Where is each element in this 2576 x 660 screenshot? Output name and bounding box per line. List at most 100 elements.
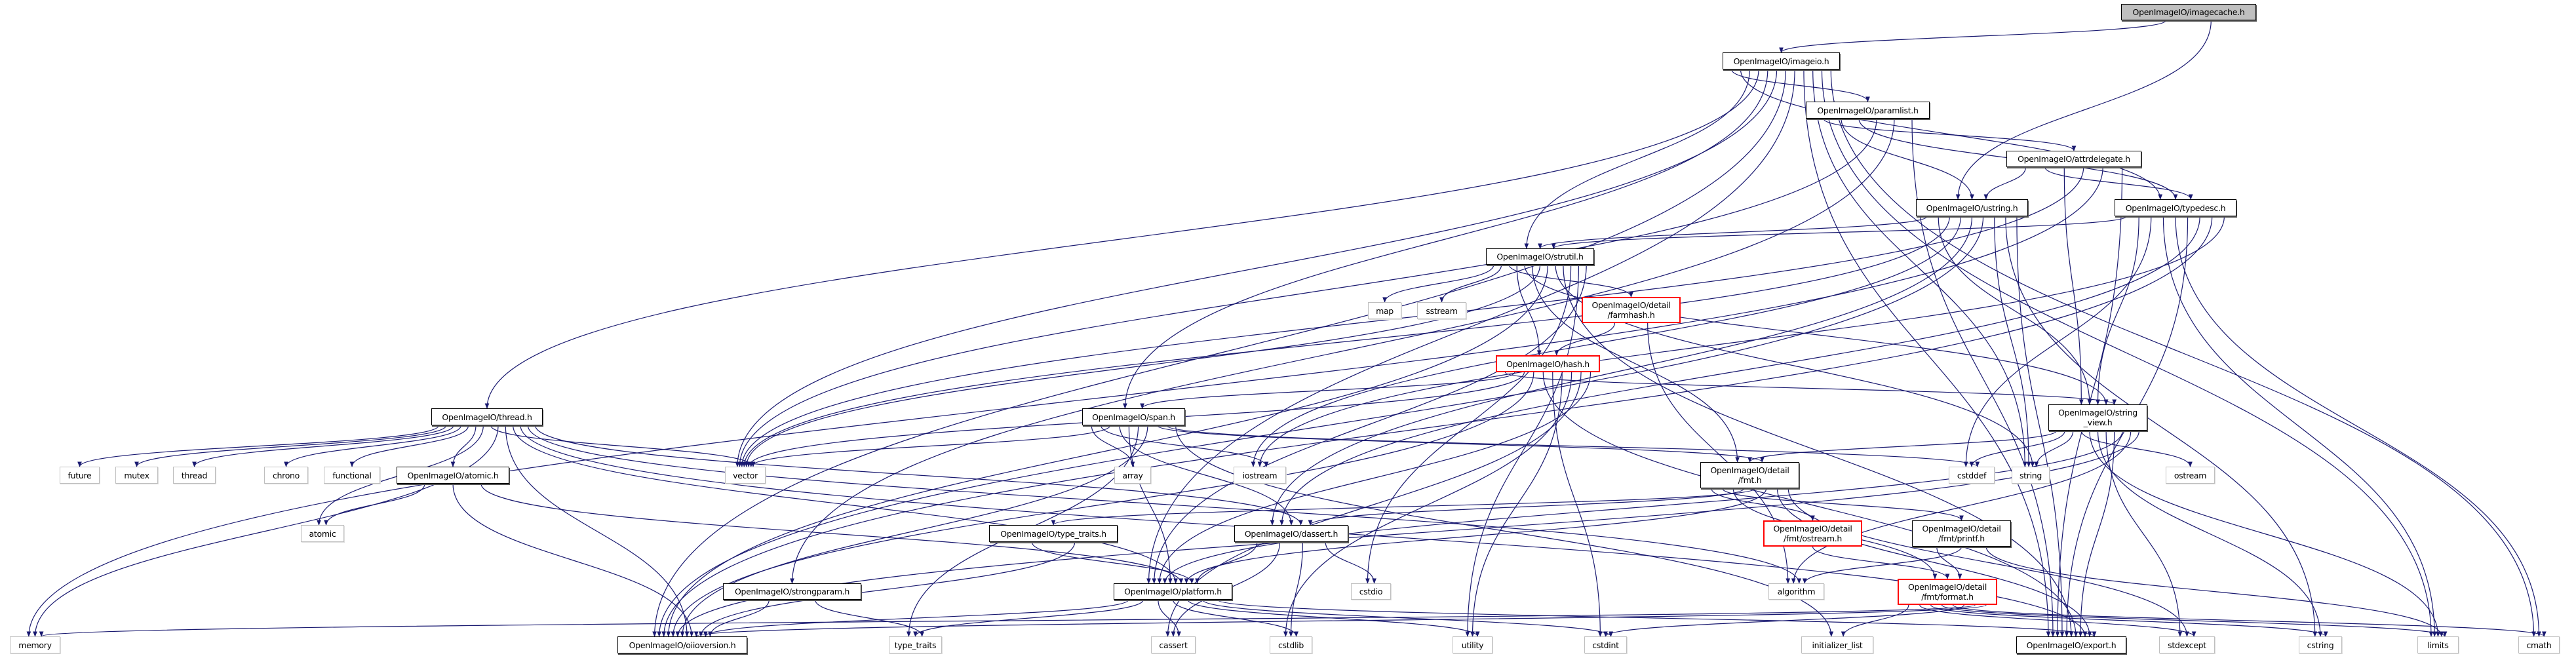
node-attrdelegate[interactable]: OpenImageIO/attrdelegate.h xyxy=(2006,151,2141,167)
node-array: array xyxy=(1114,467,1151,484)
node-label: sstream xyxy=(1426,305,1458,316)
node-label: OpenImageIO/type_traits.h xyxy=(1000,528,1106,539)
edge-type_traits_h-to-platform xyxy=(1031,541,1194,584)
edge-strutil-to-cstdio xyxy=(1365,264,1572,584)
node-label: memory xyxy=(18,640,52,650)
edge-string_view-to-export xyxy=(2078,430,2115,637)
node-span[interactable]: OpenImageIO/span.h xyxy=(1082,408,1185,425)
edge-paramlist-to-attrdelegate xyxy=(1823,118,2077,151)
node-dassert[interactable]: OpenImageIO/dassert.h xyxy=(1234,525,1348,542)
node-string-view[interactable]: OpenImageIO/string _view.h xyxy=(2048,404,2147,431)
edge-span-to-dassert xyxy=(1119,425,1294,526)
node-mutex: mutex xyxy=(115,467,158,484)
edge-string_view-to-algorithm xyxy=(1791,430,2132,584)
edge-string_view-to-stdexcept xyxy=(2105,430,2183,637)
edge-strutil-to-map xyxy=(1382,264,1494,303)
edge-strutil-to-sstream xyxy=(1439,264,1502,303)
edge-fmt-to-export xyxy=(1776,488,2092,637)
edge-span-to-vector xyxy=(749,425,1111,467)
edge-typedesc-to-limits xyxy=(2162,216,2437,637)
edge-span-to-platform xyxy=(1128,425,1173,584)
edge-string_view-to-fmt xyxy=(1747,430,2058,463)
edge-string_view-to-cstddef xyxy=(1969,430,2065,467)
node-thread: thread xyxy=(173,467,216,484)
edge-platform-to-type_traits xyxy=(913,599,1144,637)
node-label: OpenImageIO/detail /fmt/printf.h xyxy=(1922,524,2001,543)
edge-string_view-to-cstring xyxy=(2097,430,2323,637)
node-farmhash[interactable]: OpenImageIO/detail /farmhash.h xyxy=(1582,297,1681,323)
node-cstdio: cstdio xyxy=(1351,583,1391,600)
edge-thread_h-to-memory xyxy=(33,425,499,637)
node-cstdint: cstdint xyxy=(1584,636,1627,653)
node-label: utility xyxy=(1461,640,1484,650)
edge-fmt-to-dassert xyxy=(1308,488,1745,526)
node-typedesc[interactable]: OpenImageIO/typedesc.h xyxy=(2115,199,2236,216)
node-platform[interactable]: OpenImageIO/platform.h xyxy=(1114,583,1232,600)
edge-ustring-to-oiioversion xyxy=(657,216,1984,637)
node-label: initializer_list xyxy=(1812,640,1863,650)
edge-thread_h-to-platform xyxy=(513,425,1178,584)
edge-span-to-array xyxy=(1091,425,1135,467)
node-label: OpenImageIO/detail /farmhash.h xyxy=(1591,300,1671,320)
node-imagecache[interactable]: OpenImageIO/imagecache.h xyxy=(2121,4,2256,20)
node-paramlist[interactable]: OpenImageIO/paramlist.h xyxy=(1806,102,1930,119)
node-label: algorithm xyxy=(1777,587,1816,596)
node-export[interactable]: OpenImageIO/export.h xyxy=(2016,636,2126,653)
node-fmt-format[interactable]: OpenImageIO/detail /fmt/format.h xyxy=(1898,579,1997,605)
node-map: map xyxy=(1368,302,1401,319)
edge-fmt_format-to-cmath xyxy=(1952,604,2547,637)
edge-paramlist-to-export xyxy=(1911,118,2056,637)
node-label: array xyxy=(1122,470,1143,480)
edge-imageio-to-platform xyxy=(1146,69,1795,584)
node-fmt-printf[interactable]: OpenImageIO/detail /fmt/printf.h xyxy=(1912,520,2011,547)
edge-strutil-to-fmt xyxy=(1532,264,1740,463)
node-label: OpenImageIO/dassert.h xyxy=(1244,528,1338,539)
edge-thread_h-to-thread xyxy=(192,425,454,467)
node-strongparam[interactable]: OpenImageIO/strongparam.h xyxy=(723,583,861,600)
node-fmt-ostream[interactable]: OpenImageIO/detail /fmt/ostream.h xyxy=(1763,520,1862,547)
edge-fmt_printf-to-fmt_format xyxy=(1936,546,1962,579)
edge-attrdelegate-to-string_view xyxy=(2063,166,2084,405)
edge-imagecache-to-imageio xyxy=(1779,20,2167,53)
node-hash[interactable]: OpenImageIO/hash.h xyxy=(1496,355,1600,372)
edge-typedesc-to-strutil xyxy=(1551,216,2128,249)
edge-string_view-to-limits xyxy=(2089,430,2440,637)
node-label: functional xyxy=(332,470,372,480)
edge-span-to-oiioversion xyxy=(680,425,1148,637)
node-type-traits-h[interactable]: OpenImageIO/type_traits.h xyxy=(989,525,1118,542)
node-ustring[interactable]: OpenImageIO/ustring.h xyxy=(1916,199,2028,216)
node-label: OpenImageIO/typedesc.h xyxy=(2125,203,2226,213)
edge-ustring-to-export xyxy=(2016,216,2065,637)
node-strutil[interactable]: OpenImageIO/strutil.h xyxy=(1486,248,1594,265)
node-thread-h[interactable]: OpenImageIO/thread.h xyxy=(431,408,543,425)
node-fmt[interactable]: OpenImageIO/detail /fmt.h xyxy=(1700,462,1799,488)
node-label: string xyxy=(2019,470,2042,480)
node-chrono: chrono xyxy=(264,467,308,484)
edge-imageio-to-cmath xyxy=(1830,69,2536,637)
edge-string_view-to-ostream xyxy=(2080,430,2193,467)
node-label: OpenImageIO/attrdelegate.h xyxy=(2018,154,2130,164)
node-label: OpenImageIO/detail /fmt/format.h xyxy=(1907,582,1987,602)
node-oiioversion[interactable]: OpenImageIO/oiioversion.h xyxy=(617,636,747,653)
edge-imageio-to-limits xyxy=(1821,69,2434,637)
edge-fmt-to-type_traits_h xyxy=(1051,488,1756,526)
edge-strutil-to-string_view xyxy=(1524,264,2109,405)
edge-thread_h-to-functional xyxy=(349,425,469,467)
edge-imageio-to-oiioversion xyxy=(652,69,1786,637)
edge-platform-to-export xyxy=(1217,599,2096,637)
edge-paramlist-to-ustring xyxy=(1841,118,1974,200)
edge-fmt_format-to-oiioversion xyxy=(694,604,1987,637)
edge-thread_h-to-vector xyxy=(490,425,756,467)
edge-strongparam-to-type_traits xyxy=(815,599,924,637)
node-iostream: iostream xyxy=(1234,467,1286,484)
node-label: type_traits xyxy=(894,640,937,650)
node-imageio[interactable]: OpenImageIO/imageio.h xyxy=(1723,52,1840,69)
edge-hash-to-string_view xyxy=(1504,372,2117,405)
edge-string_view-to-platform xyxy=(1162,430,2123,584)
edge-imageio-to-thread_h xyxy=(484,69,1759,409)
edge-attrdelegate-to-typedesc xyxy=(2044,166,2193,200)
node-ostream: ostream xyxy=(2166,467,2215,484)
node-atomic-h[interactable]: OpenImageIO/atomic.h xyxy=(397,467,509,484)
edge-thread_h-to-atomic_h xyxy=(450,425,477,467)
